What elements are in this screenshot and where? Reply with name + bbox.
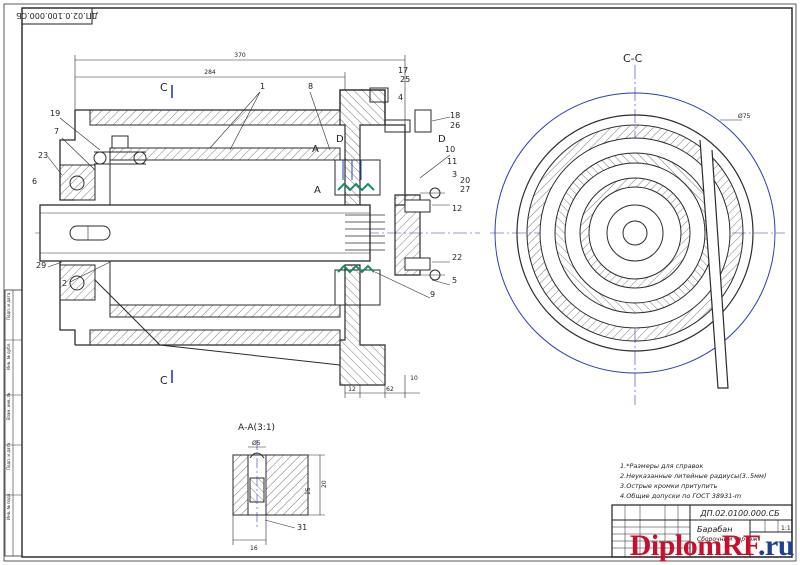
dim-a3: 16	[250, 545, 258, 552]
main-assembly-view	[35, 55, 480, 398]
callout-8: 8	[308, 82, 313, 91]
inner-tube	[109, 147, 341, 161]
main-shaft	[39, 204, 371, 262]
callout-12: 12	[452, 204, 462, 213]
title-block	[611, 504, 793, 558]
housing-upper-wall	[89, 109, 341, 126]
section-mark-d-left: D	[336, 134, 344, 145]
callout-6: 6	[32, 177, 37, 186]
dim-d2: 62	[386, 386, 394, 393]
stamp-1: Инв. № подл.	[6, 492, 11, 520]
note-4: 4.Общие допуски по ГОСТ 38931-m	[620, 492, 741, 500]
dim-a2: 20	[321, 480, 328, 488]
title-block-scale: 1:1	[781, 525, 791, 532]
callout-27: 27	[460, 185, 470, 194]
stamp-2: Подп. и дата	[6, 442, 11, 470]
outer-frame	[3, 3, 797, 562]
callout-2: 2	[62, 279, 67, 288]
callout-1: 1	[260, 82, 265, 91]
flange-lower	[339, 264, 386, 386]
stamp-3: Взам. инв. №	[6, 393, 11, 420]
watermark-name: DiplomRF	[629, 529, 759, 562]
section-aa-view	[232, 440, 325, 545]
callout-7: 7	[54, 127, 59, 136]
left-bearing-housing	[59, 164, 96, 201]
callout-19: 19	[50, 109, 60, 118]
stamp-4: Инв. № дубл.	[6, 343, 11, 370]
callout-29: 29	[36, 261, 46, 270]
callout-25: 25	[400, 75, 410, 84]
callout-10: 10	[445, 145, 455, 154]
title-block-name: Барабан	[697, 525, 732, 534]
watermark-logo: DiplomRF.ru	[629, 529, 795, 563]
callout-4: 4	[398, 93, 403, 102]
dim-shaft-length: 284	[204, 69, 216, 76]
callout-9: 9	[430, 290, 435, 299]
rope-tail	[699, 139, 729, 389]
dim-a1: 15	[305, 487, 312, 495]
title-block-sub: Сборочный чертеж	[697, 536, 758, 543]
stamp-5: Подп. и дата	[6, 292, 11, 320]
section-cc-title: С-С	[623, 52, 643, 65]
section-mark-a-mid: A	[314, 185, 321, 196]
callout-22: 22	[452, 253, 462, 262]
inner-frame	[21, 7, 793, 558]
dim-d1: 12	[348, 386, 356, 393]
callout-20: 20	[460, 176, 470, 185]
section-mark-a-top: A	[312, 144, 319, 155]
side-stamp-strip: Инв. № подл. Подп. и дата Взам. инв. № И…	[4, 289, 23, 557]
callout-31: 31	[297, 523, 307, 532]
top-doc-code: ДП.02.0.100.000.СБ	[16, 11, 98, 20]
section-mark-c-top: С	[160, 81, 168, 94]
callout-11: 11	[447, 157, 457, 166]
housing-lower-wall	[89, 329, 341, 346]
title-block-code: ДП.02.0100.000.СБ	[699, 509, 780, 518]
callouts: 1 2 3 4 5 6 7 8 9 10 11 12 17 18 19 20 2…	[32, 66, 470, 532]
note-3: 3.Острые кромки притупить	[620, 482, 718, 490]
callout-18: 18	[450, 111, 460, 120]
callout-26: 26	[450, 121, 460, 130]
dim-dia-outer: Ø75	[738, 113, 751, 120]
callout-3: 3	[452, 170, 457, 179]
top-code-box	[21, 7, 93, 25]
watermark-tld: .ru	[758, 529, 795, 562]
callout-5: 5	[452, 276, 457, 285]
callout-23: 23	[38, 151, 48, 160]
dim-overall-length: 370	[234, 52, 246, 59]
note-1: 1.*Размеры для справок	[620, 462, 703, 470]
dim-d3: 10	[410, 375, 418, 382]
technical-notes: 1.*Размеры для справок 2.Неуказанные лит…	[620, 462, 766, 500]
note-2: 2.Неуказанные литейные радиусы(3..5мм)	[620, 472, 766, 480]
seal-pack-upper	[334, 159, 381, 196]
section-cc-view	[490, 65, 785, 405]
section-aa-title: А-А(3:1)	[238, 423, 275, 433]
section-mark-c-bottom: С	[160, 374, 168, 387]
section-mark-d-right: D	[438, 134, 446, 145]
callout-17: 17	[398, 66, 408, 75]
dim-dia-a: Ø5	[252, 440, 261, 447]
cc-outer-circle	[494, 92, 776, 374]
